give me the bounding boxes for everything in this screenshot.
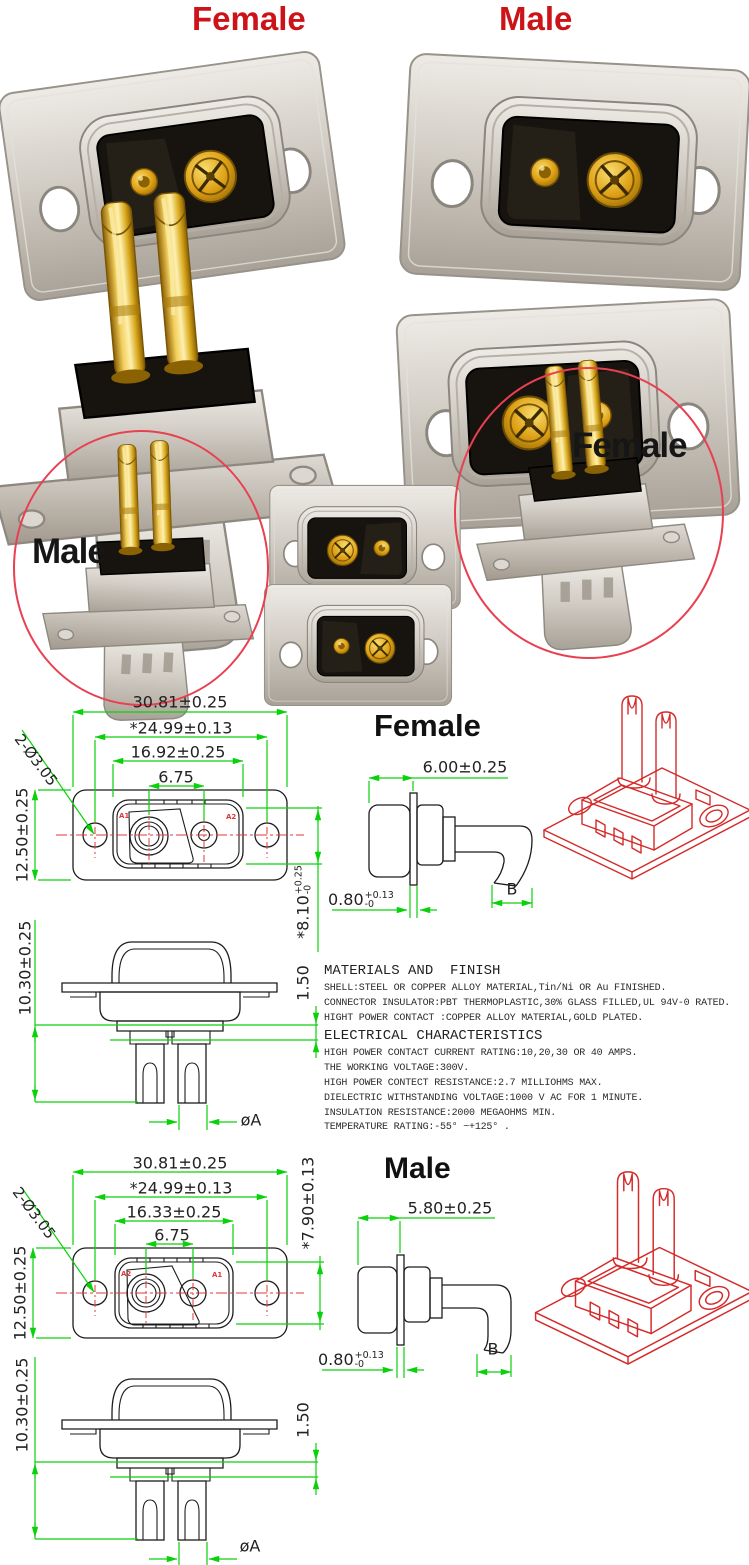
male-dim-tail-width: B	[487, 1339, 499, 1359]
spec-line-voltage: THE WORKING VOLTAGE:300V.	[324, 1063, 470, 1075]
spec-line-resistance: HIGH POWER CONTECT RESISTANCE:2.7 MILLIO…	[324, 1077, 603, 1089]
spec-line-insulation: INSULATION RESISTANCE:2000 MEGAOHMS MIN.	[324, 1107, 557, 1119]
female-dim-tail-width: B	[506, 879, 518, 899]
spec-line-insulator: CONNECTOR INSULATOR:PBT THERMOPLASTIC,30…	[324, 997, 731, 1009]
female-dim-hole-span: *24.99±0.13	[129, 718, 233, 738]
female-dim-pin-diameter: øA	[240, 1110, 262, 1130]
female-dim-contact-pitch: 6.75	[158, 767, 194, 787]
male-highlight-ellipse	[13, 430, 269, 706]
female-dim-insert-width: 16.92±0.25	[130, 742, 226, 762]
spec-line-shell: SHELL:STEEL OR COPPER ALLOY MATERIAL,Tin…	[324, 983, 667, 994]
female-dim-shell-depth: 6.00±0.25	[422, 757, 508, 777]
male-dim-step: 1.50	[293, 1402, 313, 1438]
photo-center-bottom	[263, 583, 453, 707]
female-highlight-ellipse	[454, 367, 724, 659]
female-drawing-title: Female	[374, 708, 481, 743]
female-photo-title: Female	[192, 0, 306, 37]
female-dim-flange-width: 30.81±0.25	[132, 692, 228, 712]
female-front-view-drawing	[21, 708, 322, 952]
male-drawing-title: Male	[384, 1152, 451, 1185]
female-dim-flange-height: 12.50±0.25	[12, 787, 32, 883]
photo-male-front	[397, 51, 749, 293]
male-panel-tol-upper: +0.13	[354, 1349, 384, 1361]
male-panel-tol-lower: -0	[354, 1358, 365, 1370]
female-contact-label-right: A2	[226, 813, 237, 821]
male-circle-label: Male	[32, 532, 107, 571]
male-photo-title: Male	[499, 0, 573, 37]
female-contact-label-left: A1	[119, 812, 130, 820]
female-side-view-drawing	[332, 774, 533, 918]
female-panel-tol-lower: -0	[364, 898, 375, 910]
specs-block: MATERIALS AND FINISH SHELL:STEEL OR COPP…	[324, 961, 749, 1136]
male-isometric-sketch	[534, 1171, 749, 1365]
male-contact-label-left: A2	[121, 1270, 132, 1278]
male-dim-hole-span: *24.99±0.13	[129, 1178, 233, 1198]
spec-line-current: HIGH POWER CONTACT CURRENT RATING:10,20,…	[324, 1048, 638, 1060]
female-circle-label: Female	[572, 426, 688, 465]
male-dim-contact-pitch: 6.75	[154, 1225, 190, 1245]
male-dim-pin-diameter: øA	[239, 1536, 261, 1556]
female-dim-panel-thickness: 0.80+0.13-0	[328, 890, 394, 909]
female-insert-height-tol-lower: -0	[302, 884, 313, 895]
female-isometric-sketch	[543, 695, 749, 880]
female-dim-rear-height: 10.30±0.25	[15, 920, 35, 1016]
male-front-view-drawing	[21, 1168, 324, 1339]
spec-line-contact: HIGHT POWER CONTACT :COPPER ALLOY MATERI…	[324, 1012, 644, 1024]
male-dim-panel-thickness: 0.80+0.13-0	[318, 1350, 384, 1369]
materials-title: MATERIALS AND FINISH	[324, 963, 501, 979]
female-panel-value: 0.80	[328, 890, 364, 909]
male-dim-rear-height: 10.30±0.25	[12, 1357, 32, 1453]
spec-line-dielectric: DIELECTRIC WITHSTANDING VOLTAGE:1000 V A…	[324, 1092, 644, 1104]
female-panel-tol-upper: +0.13	[364, 889, 394, 901]
electrical-title: ELECTRICAL CHARACTERISTICS	[324, 1028, 543, 1045]
male-dim-shell-depth: 5.80±0.25	[407, 1198, 493, 1218]
male-contact-label-right: A1	[212, 1271, 223, 1279]
male-panel-value: 0.80	[318, 1350, 354, 1369]
female-insert-height-value: *8.10	[293, 895, 313, 939]
male-dim-insert-height: *7.90±0.13	[298, 1156, 318, 1250]
female-dim-step: 1.50	[293, 965, 313, 1001]
spec-line-temperature: TEMPERATURE RATING:-55° ~+125° .	[324, 1122, 510, 1134]
male-side-view-drawing	[322, 1214, 512, 1378]
male-dim-flange-height: 12.50±0.25	[10, 1245, 30, 1341]
male-rear-view-drawing	[35, 1357, 318, 1565]
male-dim-insert-width: 16.33±0.25	[126, 1202, 222, 1222]
male-dim-flange-width: 30.81±0.25	[132, 1153, 228, 1173]
female-dim-insert-height: *8.10+0.25-0	[293, 865, 313, 939]
female-rear-view-drawing	[35, 920, 318, 1130]
